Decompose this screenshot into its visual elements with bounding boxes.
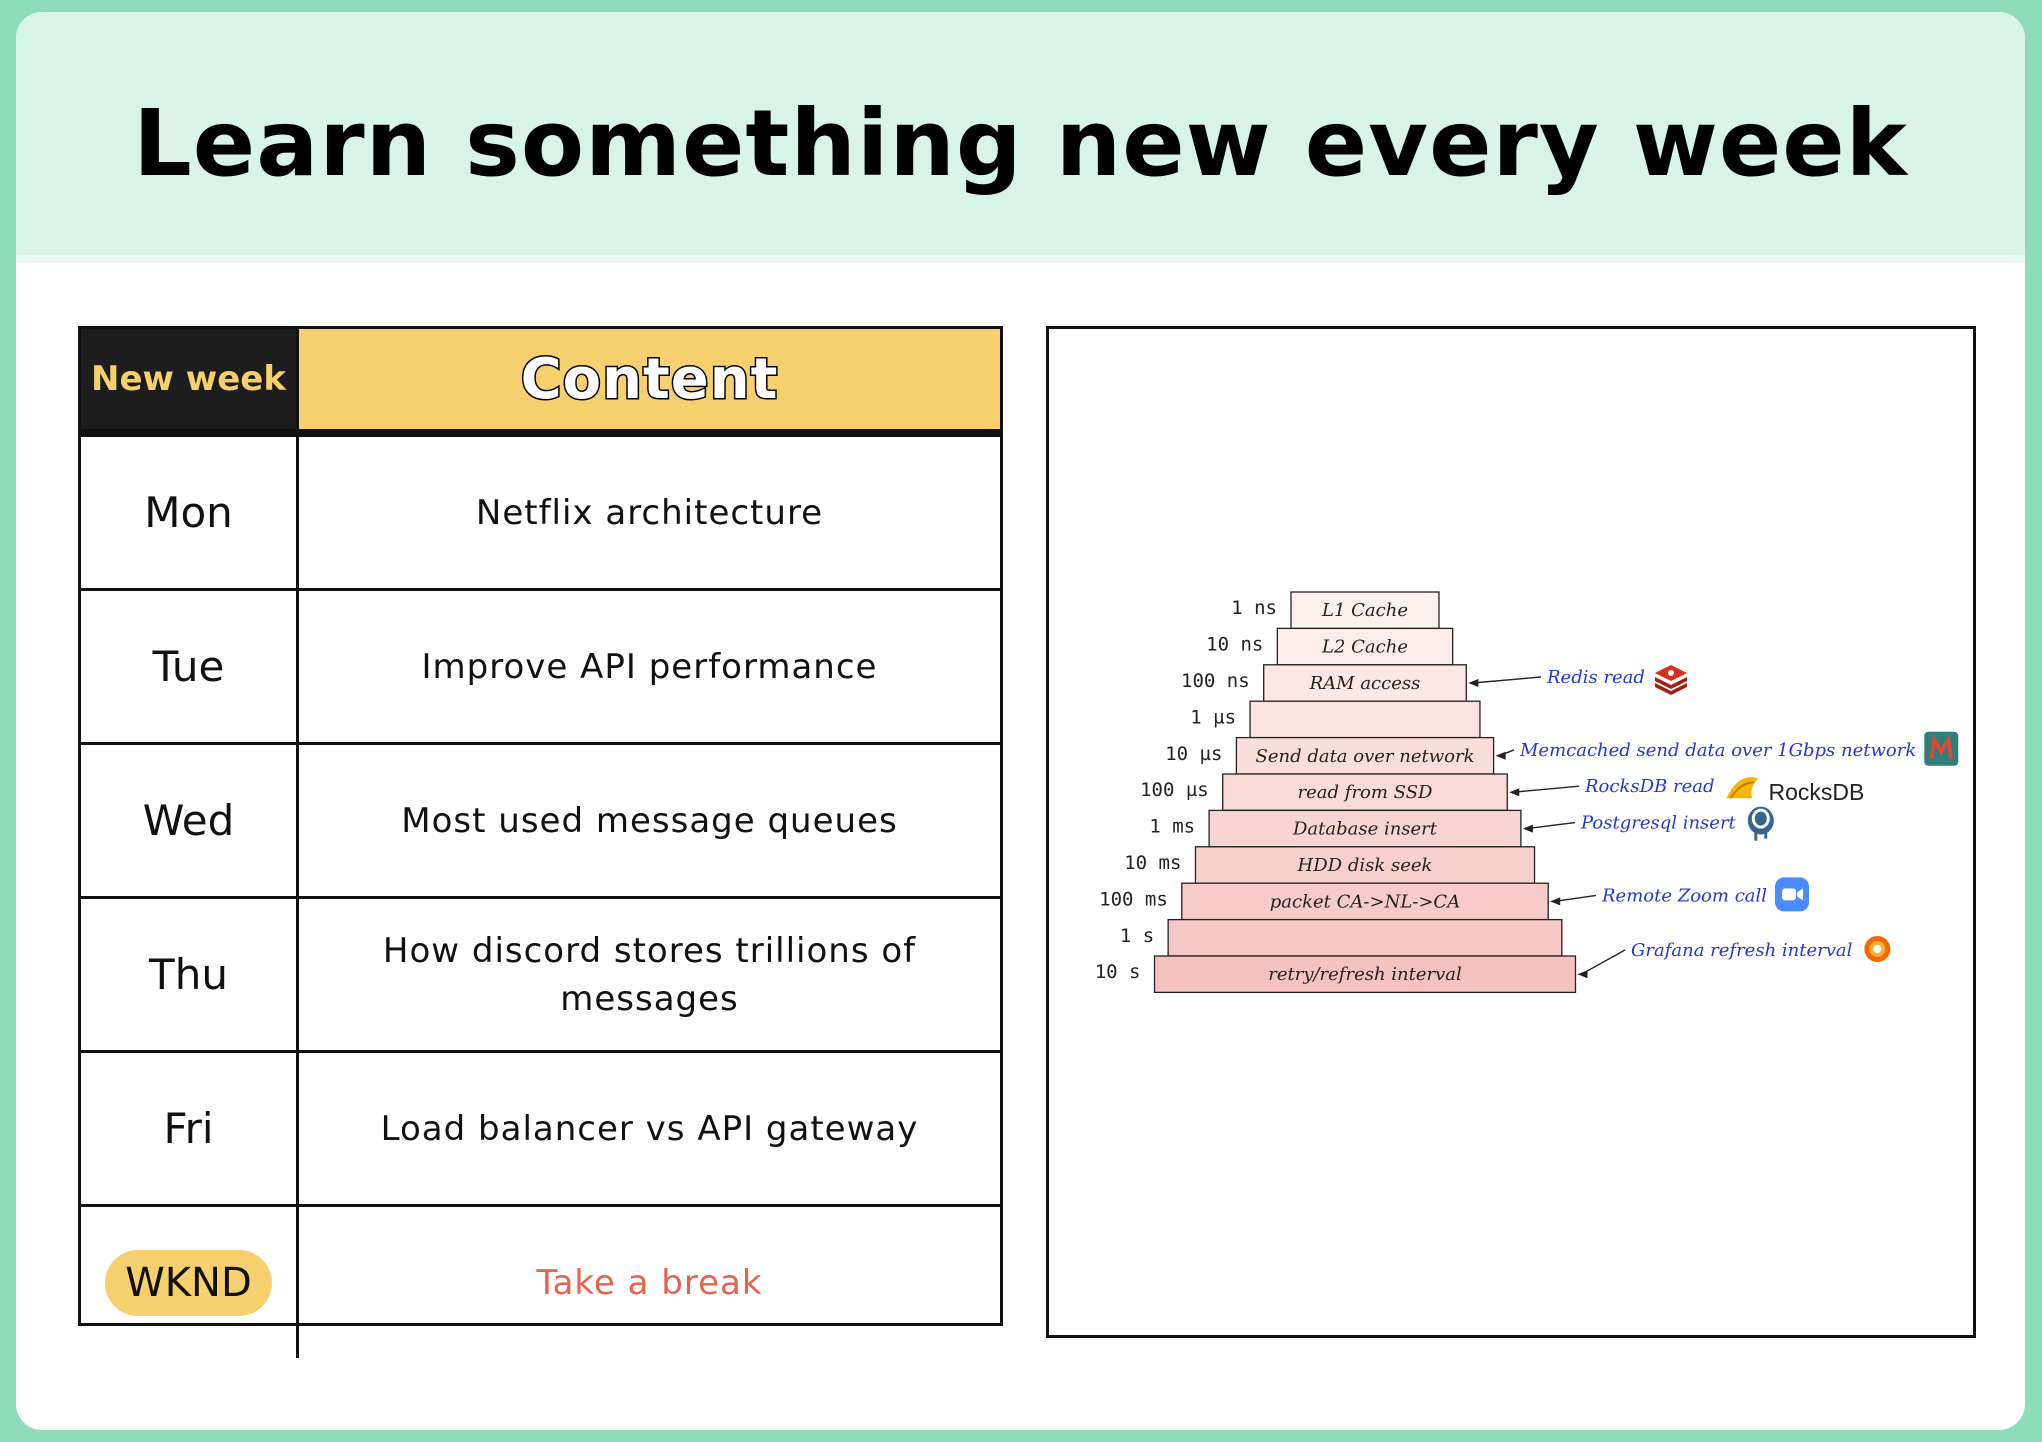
pyramid-step [1181,882,1549,921]
topic-cell: Netflix architecture [475,492,824,533]
annotation-arrow [1513,785,1580,793]
schedule-table: New week Content Mon Netflix architectur… [78,326,1003,1358]
step-label: HDD disk seek [1297,855,1433,876]
annotation-arrow [1526,821,1576,830]
brand-label: RocksDB [1769,779,1865,805]
day-cell: Mon [81,437,299,588]
topic-cell: Load balancer vs API gateway [380,1108,919,1149]
table-row: Tue Improve API performance [81,588,1000,742]
rocksdb-icon [1726,777,1759,799]
topic-cell: Improve API performance [421,646,878,687]
step-label: read from SSD [1298,782,1433,803]
annotation-label: Postgresql insert [1580,813,1737,834]
arrow-head [1522,824,1533,833]
header: Learn something new every week [16,12,2025,263]
latency-time-label: 1 ms [1149,816,1195,838]
pyramid-step [1235,736,1495,775]
annotation-label: Remote Zoom call [1601,885,1767,906]
table-row: WKND Take a break [81,1204,1000,1358]
table-row: Fri Load balancer vs API gateway [81,1050,1000,1204]
latency-time-label: 10 ms [1124,852,1181,874]
annotation-label: Memcached send data over 1Gbps network [1519,740,1916,761]
annotation-arrow [1581,949,1626,975]
latency-time-label: 100 ms [1099,888,1168,910]
latency-time-label: 10 µs [1165,743,1222,765]
arrow-head [1577,970,1588,979]
step-label: packet CA->NL->CA [1270,891,1460,912]
topic-cell: Most used message queues [401,800,898,841]
redis-icon [1654,665,1687,695]
weekend-badge: WKND [105,1249,272,1316]
latency-time-label: 1 s [1120,925,1154,947]
postgresql-icon [1747,806,1774,841]
table-row: Wed Most used message queues [81,742,1000,896]
annotation-label: Redis read [1546,667,1645,688]
table-header: New week Content [81,329,1000,434]
annotation-label: RocksDB read [1584,776,1715,797]
arrow-head [1495,751,1506,760]
pyramid-step [1290,591,1440,630]
day-cell: Wed [81,745,299,896]
latency-pyramid: L1 Cache 1 ns L2 Cache 10 ns RAM access 100 n… [1095,591,1959,994]
day-cell: Fri [81,1053,299,1204]
header-new-week: New week [81,329,299,434]
topic-cell: How discord stores trillions of messages [382,930,917,1019]
day-cell: Thu [81,899,299,1050]
card: Learn something new every week New week … [16,12,2025,1430]
latency-time-label: 10 s [1095,961,1141,983]
pyramid-step [1263,664,1467,702]
latency-time-label: 100 ns [1181,670,1250,692]
latency-time-label: 10 ns [1206,634,1263,656]
arrow-head [1509,788,1520,797]
pyramid-step [1249,700,1481,739]
annotation-arrow [1472,676,1542,684]
step-label: RAM access [1309,673,1421,694]
step-label: retry/refresh interval [1268,964,1462,985]
step-label: Send data over network [1256,746,1475,767]
header-content: Content [299,329,1000,434]
latency-diagram-panel: L1 Cache 1 ns L2 Cache 10 ns RAM access 100 n… [1046,326,1976,1338]
grafana-icon [1864,936,1891,962]
step-label: L1 Cache [1321,600,1408,621]
arrow-head [1468,679,1479,687]
latency-time-label: 1 µs [1190,706,1236,728]
page-title: Learn something new every week [133,90,1908,197]
topic-cell: Take a break [536,1262,763,1303]
step-label: Database insert [1292,819,1438,840]
pyramid-step [1208,809,1522,848]
day-cell: Tue [81,591,299,742]
annotation-label: Grafana refresh interval [1631,940,1853,961]
table-row: Thu How discord stores trillions of mess… [81,896,1000,1050]
latency-time-label: 1 ns [1231,597,1277,619]
pyramid-step [1153,955,1577,994]
latency-time-label: 100 µs [1140,779,1209,801]
annotation-arrow [1554,894,1597,903]
pyramid-step [1167,918,1563,957]
memcached-icon [1924,731,1959,766]
day-cell: WKND [81,1207,299,1358]
pyramid-step [1276,627,1454,666]
arrow-head [1550,897,1561,906]
table-row: Mon Netflix architecture [81,434,1000,588]
zoom-icon [1775,877,1810,912]
step-label: L2 Cache [1321,637,1408,658]
